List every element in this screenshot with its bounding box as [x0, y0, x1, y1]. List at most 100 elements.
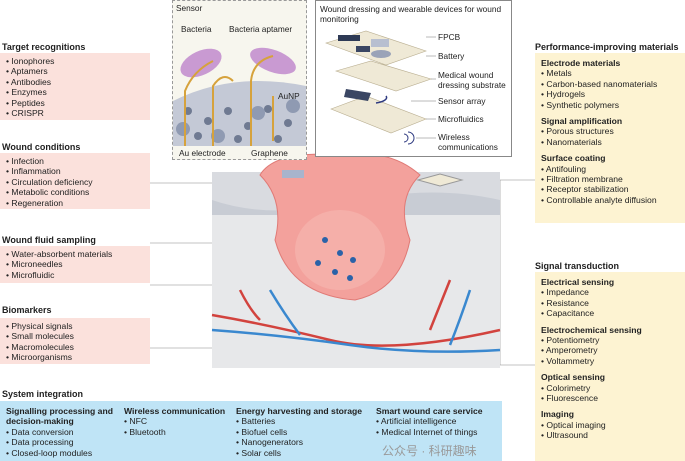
list-item: Ultrasound: [541, 430, 679, 440]
list-item: Artificial intelligence: [376, 416, 490, 426]
list-item: Hydrogels: [541, 89, 679, 99]
list-item: Physical signals: [6, 321, 144, 331]
list-item: Optical imaging: [541, 420, 679, 430]
group-title: Electrical sensing: [541, 277, 615, 287]
list-item: Receptor stabilization: [541, 184, 679, 194]
group: Optical sensingColorimetryFluorescence: [541, 372, 679, 403]
list-item: Medical Internet of things: [376, 427, 490, 437]
list-item: Resistance: [541, 298, 679, 308]
list-item: Controllable analyte diffusion: [541, 195, 679, 205]
list-item: Closed-loop modules: [6, 448, 118, 458]
heading-biomarkers: Biomarkers: [2, 305, 52, 315]
group-title: Optical sensing: [541, 372, 605, 383]
layer-fpcb: FPCB: [438, 32, 461, 42]
group: ImagingOptical imagingUltrasound: [541, 409, 679, 440]
list-item: Porous structures: [541, 126, 679, 136]
list-item: CRISPR: [6, 108, 144, 118]
group: Surface coatingAntifoulingFiltration mem…: [541, 153, 679, 205]
group: Smart wound care serviceArtificial intel…: [376, 404, 496, 458]
layer-wireless: Wireless communications: [438, 132, 498, 153]
group-title: Signal amplification: [541, 116, 623, 127]
list-item: Batteries: [236, 416, 370, 426]
group: Electrode materialsMetalsCarbon-based na…: [541, 58, 679, 110]
layer-microfluidics: Microfluidics: [438, 114, 484, 124]
list-item: Metabolic conditions: [6, 187, 144, 197]
list-item: Voltammetry: [541, 356, 679, 366]
list-item: Carbon-based nanomaterials: [541, 79, 679, 89]
list-item: Enzymes: [6, 87, 144, 97]
sensor-illustration: [173, 47, 306, 146]
list-item: Potentiometry: [541, 335, 679, 345]
list-item: Ionophores: [6, 56, 144, 66]
list-item: Microneedles: [6, 259, 144, 269]
group-title: Electrochemical sensing: [541, 324, 642, 335]
layer-battery: Battery: [438, 51, 465, 61]
transduction-box: Electrical sensingImpedanceResistanceCap…: [535, 272, 685, 461]
list-item: Peptides: [6, 98, 144, 108]
group-title: Surface coating: [541, 153, 606, 164]
wound-illustration: [150, 153, 535, 368]
heading-target-recognitions: Target recognitions: [2, 42, 86, 52]
list-item: Nanomaterials: [541, 137, 679, 147]
list-item: Infection: [6, 156, 144, 166]
device-title: Wound dressing and wearable devices for …: [320, 4, 502, 25]
group-title: Electrode materials: [541, 58, 621, 68]
list-item: Amperometry: [541, 345, 679, 355]
list-item: Microorganisms: [6, 352, 144, 362]
list-item: Colorimetry: [541, 383, 679, 393]
label-aunp: AuNP: [278, 91, 300, 101]
list-item: Microfluidic: [6, 270, 144, 280]
list-item: Bluetooth: [124, 427, 230, 437]
list-item: Water-absorbent materials: [6, 249, 144, 259]
group: Signal amplificationPorous structuresNan…: [541, 116, 679, 147]
list-item: Regeneration: [6, 198, 144, 208]
list-item: Nanogenerators: [236, 437, 370, 447]
system-integration-box: Signalling processing and decision-makin…: [0, 401, 502, 461]
list-item: Inflammation: [6, 166, 144, 176]
list-item: NFC: [124, 416, 230, 426]
heading-signal-transduction: Signal transduction: [535, 261, 620, 271]
group: Electrical sensingImpedanceResistanceCap…: [541, 277, 679, 319]
list-item: Antifouling: [541, 164, 679, 174]
performance-box: Electrode materialsMetalsCarbon-based na…: [535, 53, 685, 223]
label-bacteria-aptamer: Bacteria aptamer: [229, 24, 293, 34]
list-item: Solar cells: [236, 448, 370, 458]
layer-sensor-array: Sensor array: [438, 96, 486, 106]
layer-substrate: Medical wound dressing substrate: [438, 70, 506, 91]
list-item: Antibodies: [6, 77, 144, 87]
list-item: Synthetic polymers: [541, 100, 679, 110]
wound-conditions-box: InfectionInflammationCirculation deficie…: [0, 153, 150, 209]
list-item: Data processing: [6, 437, 118, 447]
list-item: Impedance: [541, 287, 679, 297]
wound-fluid-box: Water-absorbent materialsMicroneedlesMic…: [0, 246, 150, 283]
heading-wound-fluid-sampling: Wound fluid sampling: [2, 235, 96, 245]
label-au-electrode: Au electrode: [179, 148, 226, 158]
heading-wound-conditions: Wound conditions: [2, 142, 81, 152]
group-title: Energy harvesting and storage: [236, 406, 363, 416]
list-item: Macromolecules: [6, 342, 144, 352]
list-item: Data conversion: [6, 427, 118, 437]
device-panel: Wound dressing and wearable devices for …: [315, 0, 512, 157]
group-title: Imaging: [541, 409, 574, 420]
group: Wireless communicationNFCBluetooth: [124, 404, 236, 458]
list-item: Small molecules: [6, 331, 144, 341]
group-title: Wireless communication: [124, 406, 226, 416]
list-item: Capacitance: [541, 308, 679, 318]
list-item: Fluorescence: [541, 393, 679, 403]
label-bacteria: Bacteria: [181, 24, 212, 34]
heading-system-integration: System integration: [2, 389, 84, 399]
group-title: Signalling processing and decision-makin…: [6, 406, 113, 427]
group: Signalling processing and decision-makin…: [6, 404, 124, 458]
list-item: Metals: [541, 68, 679, 78]
heading-performance: Performance-improving materials: [535, 42, 679, 52]
list-item: Aptamers: [6, 66, 144, 76]
sensor-panel: Sensor Bacteria Bacteria aptamer AuNP Au…: [172, 0, 307, 160]
device-layers-illustration: [325, 30, 436, 145]
list-item: Circulation deficiency: [6, 177, 144, 187]
group: Electrochemical sensingPotentiometryAmpe…: [541, 325, 679, 367]
biomarkers-box: Physical signalsSmall moleculesMacromole…: [0, 318, 150, 364]
target-recognitions-box: IonophoresAptamersAntibodiesEnzymesPepti…: [0, 53, 150, 120]
list-item: Filtration membrane: [541, 174, 679, 184]
group: Energy harvesting and storageBatteriesBi…: [236, 404, 376, 458]
list-item: Biofuel cells: [236, 427, 370, 437]
